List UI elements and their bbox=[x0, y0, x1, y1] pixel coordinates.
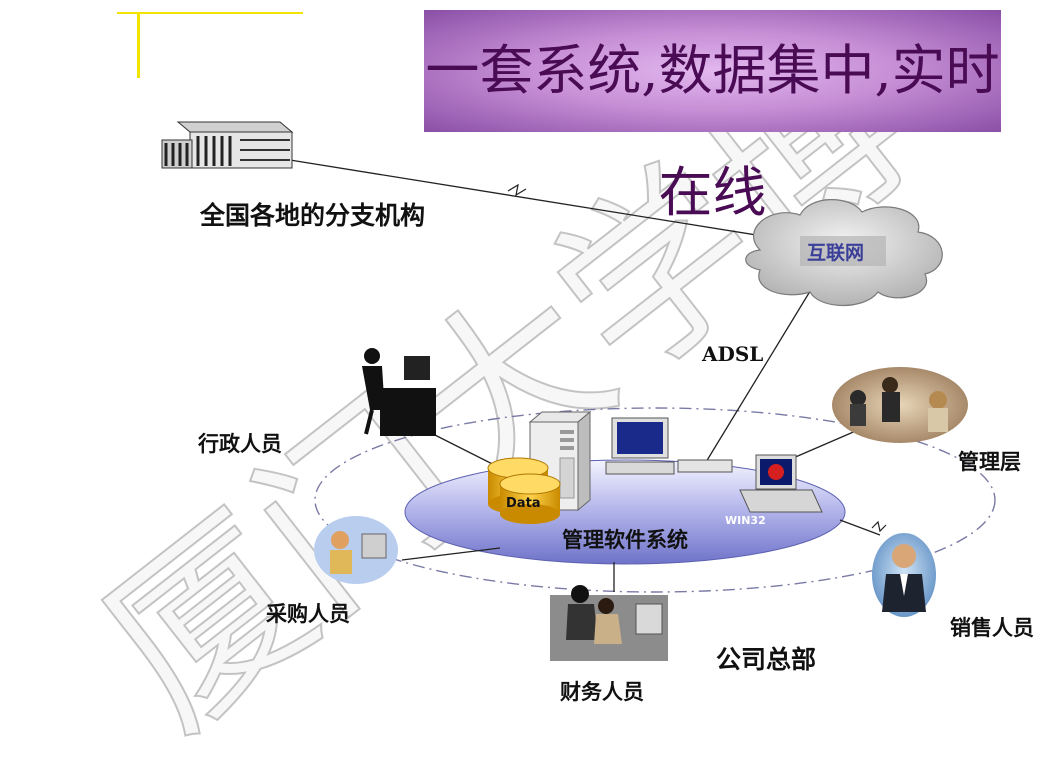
internet-to-modem-line bbox=[705, 287, 813, 463]
internet-label: 互联网 bbox=[807, 242, 865, 264]
database-icon bbox=[487, 457, 561, 524]
hq-ring bbox=[314, 407, 996, 593]
title-banner: 一套系统,数据集中,实时在线 bbox=[424, 10, 1001, 224]
admin-label: 行政人员 bbox=[198, 432, 282, 456]
management-label: 管理层 bbox=[958, 450, 1021, 474]
data-label: Data bbox=[506, 496, 541, 511]
finance-label: 财务人员 bbox=[560, 680, 644, 704]
branch-label: 全国各地的分支机构 bbox=[200, 201, 426, 230]
sales-break-mark bbox=[871, 520, 887, 533]
win32-label: WIN32 bbox=[725, 514, 766, 527]
branch-to-internet-line bbox=[289, 159, 776, 239]
sales-label: 销售人员 bbox=[950, 616, 1034, 640]
admin-person-icon bbox=[362, 348, 436, 436]
purchasing-label: 采购人员 bbox=[266, 602, 350, 626]
building-icon bbox=[161, 121, 294, 169]
sales-line bbox=[839, 519, 881, 536]
diagram-graphics bbox=[161, 121, 996, 661]
network-diagram: 厦门大学博 一套系统,数据集中,实时在线 bbox=[66, 9, 1034, 770]
corner-guide-horizontal bbox=[117, 12, 303, 14]
finance-people-icon bbox=[550, 585, 668, 661]
banner-title: 一套系统,数据集中,实时在线 bbox=[425, 39, 1000, 224]
win32-pc-icon bbox=[739, 454, 823, 513]
purchasing-line bbox=[401, 547, 501, 561]
workstation-monitor-icon bbox=[605, 417, 675, 475]
adsl-label: ADSL bbox=[702, 342, 764, 366]
corner-guide-vertical bbox=[137, 12, 140, 78]
break-mark bbox=[507, 183, 527, 197]
hq-label: 公司总部 bbox=[716, 645, 817, 674]
software-system-label: 管理软件系统 bbox=[562, 528, 688, 552]
modem-icon bbox=[677, 459, 733, 473]
cloud-icon bbox=[745, 199, 943, 307]
